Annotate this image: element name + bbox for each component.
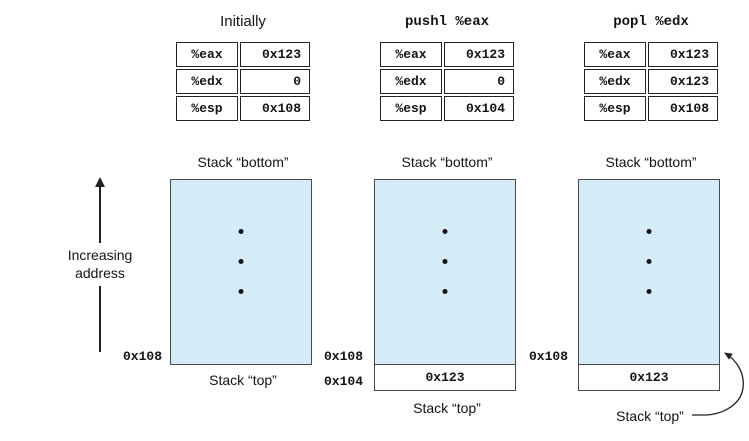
register-value: 0x108 [648, 96, 718, 121]
register-table-popl: %eax 0x123 %edx 0x123 %esp 0x108 [582, 40, 720, 123]
stack-bottom-label: Stack “bottom” [605, 154, 697, 170]
register-row: %esp 0x104 [380, 96, 514, 121]
register-name: %edx [380, 69, 442, 94]
up-arrow-icon [95, 177, 105, 187]
axis-line-upper [99, 186, 101, 243]
register-row: %eax 0x123 [584, 42, 718, 67]
addr-label-0x108: 0x108 [122, 349, 162, 364]
stack-top-label: Stack “top” [413, 400, 481, 416]
stack-bottom-label: Stack “bottom” [197, 154, 289, 170]
axis-label-line1: Increasing [67, 247, 133, 263]
title-popl-edx: popl %edx [613, 14, 689, 30]
axis-label-line2: address [75, 265, 125, 281]
register-name: %edx [176, 69, 238, 94]
register-value: 0x123 [648, 69, 718, 94]
register-table-pushl: %eax 0x123 %edx 0 %esp 0x104 [378, 40, 516, 123]
increasing-address-label: Increasing address [40, 246, 160, 282]
register-name: %esp [380, 96, 442, 121]
stack-top-label: Stack “top” [209, 372, 277, 388]
register-value: 0 [444, 69, 514, 94]
stack-bottom-label: Stack “bottom” [401, 154, 493, 170]
addr-label-0x104: 0x104 [323, 374, 363, 389]
register-row: %eax 0x123 [176, 42, 310, 67]
register-name: %esp [584, 96, 646, 121]
register-value: 0x108 [240, 96, 310, 121]
addr-label-0x108: 0x108 [323, 349, 363, 364]
register-name: %eax [584, 42, 646, 67]
register-value: 0x123 [444, 42, 514, 67]
register-name: %edx [584, 69, 646, 94]
register-value: 0x123 [648, 42, 718, 67]
ellipsis-dots [646, 229, 652, 294]
register-name: %eax [380, 42, 442, 67]
stack-box-popl [578, 179, 720, 365]
title-pushl-eax: pushl %eax [404, 14, 489, 30]
register-row: %edx 0 [380, 69, 514, 94]
stack-top-label: Stack “top” [616, 408, 684, 424]
axis-line-lower [99, 286, 101, 352]
title-initially: Initially [220, 13, 266, 30]
stack-cell-popped-value: 0x123 [578, 364, 720, 391]
register-row: %eax 0x123 [380, 42, 514, 67]
register-name: %esp [176, 96, 238, 121]
register-value: 0x104 [444, 96, 514, 121]
stack-box-pushl [374, 179, 516, 365]
register-value: 0 [240, 69, 310, 94]
curved-arrow-icon [692, 352, 744, 416]
register-row: %edx 0 [176, 69, 310, 94]
addr-label-0x108: 0x108 [528, 349, 568, 364]
register-value: 0x123 [240, 42, 310, 67]
stack-cell-pushed-value: 0x123 [374, 364, 516, 391]
register-name: %eax [176, 42, 238, 67]
ellipsis-dots [442, 229, 448, 294]
register-table-initially: %eax 0x123 %edx 0 %esp 0x108 [174, 40, 312, 123]
register-row: %edx 0x123 [584, 69, 718, 94]
ellipsis-dots [238, 229, 244, 294]
register-row: %esp 0x108 [176, 96, 310, 121]
register-row: %esp 0x108 [584, 96, 718, 121]
stack-box-initially [170, 179, 312, 365]
